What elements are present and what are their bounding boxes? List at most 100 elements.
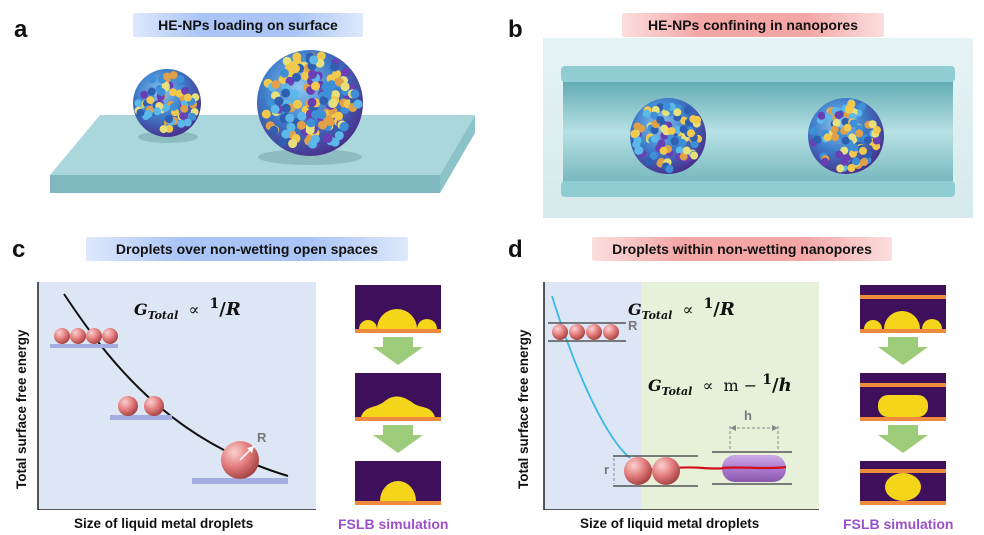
atom (281, 103, 291, 113)
atom (319, 96, 329, 106)
atom (328, 99, 338, 108)
atom (817, 111, 826, 120)
formula-d2-sub: Total (661, 385, 693, 399)
formula-c: GTotal ∝ 1/R (134, 296, 241, 323)
panel-c-sim-label: FSLB simulation (338, 516, 449, 532)
atom (340, 82, 350, 92)
atom (835, 150, 843, 159)
atom (291, 64, 300, 73)
atom (852, 157, 861, 166)
atom (281, 129, 291, 139)
atom (679, 125, 688, 134)
sim-arrow-2 (373, 425, 423, 453)
formula-d1-prop: ∝ (682, 300, 694, 319)
atom (659, 146, 668, 155)
substrate-2 (110, 415, 172, 420)
panel-b-letter: b (508, 16, 523, 43)
atom (845, 104, 854, 113)
formula-d1-den: R (719, 299, 735, 320)
formula-d1-lhs: G (628, 300, 642, 319)
atom (690, 140, 699, 149)
atom (309, 55, 319, 65)
panel-c-letter: c (12, 236, 26, 263)
panel-d-sim-label: FSLB simulation (843, 516, 954, 532)
atom (830, 125, 839, 134)
atom (305, 125, 315, 135)
atom (678, 138, 687, 147)
atom (650, 126, 659, 135)
panel-c-banner: Droplets over non-wetting open spaces (86, 237, 408, 261)
atom (144, 109, 153, 118)
panel-b-illustration (543, 38, 973, 218)
atom (670, 137, 679, 146)
atom (679, 152, 688, 161)
formula-d2-m: m (723, 376, 739, 395)
substrate-front (50, 175, 440, 193)
panel-c-xlabel: Size of liquid metal droplets (74, 516, 254, 531)
atom (147, 87, 156, 96)
h-label: h (744, 408, 752, 423)
atom (689, 115, 698, 124)
atom (657, 139, 666, 148)
atom (322, 89, 332, 98)
formula-d2-prop: ∝ (702, 376, 714, 395)
atom (159, 125, 168, 134)
atom (266, 98, 276, 108)
atom (350, 89, 360, 99)
atom (656, 116, 665, 124)
atom (307, 97, 317, 107)
substrate-3 (192, 478, 288, 484)
atom (286, 122, 296, 132)
formula-c-prop: ∝ (188, 300, 200, 319)
atom (859, 146, 867, 155)
atom (179, 112, 188, 121)
atom (136, 108, 145, 117)
atom (645, 157, 654, 166)
formula-c-lhs: G (134, 300, 148, 319)
atom (334, 111, 343, 121)
atom (820, 157, 829, 166)
atom (841, 136, 850, 145)
atom (269, 125, 279, 135)
atom (642, 109, 651, 118)
nanoparticle-atoms (134, 51, 363, 149)
panel-d-letter: d (508, 236, 523, 263)
atom (855, 129, 864, 138)
panel-b-banner: HE-NPs confining in nanopores (622, 13, 884, 37)
atom (165, 115, 173, 124)
atom (872, 136, 881, 145)
atom (278, 137, 288, 147)
atom (330, 62, 339, 72)
panel-a-illustration (50, 50, 475, 193)
atom (650, 134, 659, 143)
panel-d-plot (543, 282, 819, 510)
atom (180, 104, 189, 113)
formula-d2-num: 1 (762, 372, 773, 388)
atom (662, 102, 671, 111)
atom (317, 110, 327, 120)
atom (297, 111, 307, 121)
atom (285, 113, 295, 123)
atom (872, 126, 881, 134)
atom (308, 69, 317, 79)
atom (832, 119, 841, 127)
atom (183, 93, 192, 102)
atom (667, 127, 676, 136)
atom (849, 149, 857, 158)
atom (318, 120, 328, 130)
atom (863, 136, 872, 145)
atom (686, 129, 695, 138)
panel-c-simulation (355, 285, 441, 505)
atom (134, 99, 143, 108)
atom (673, 108, 682, 117)
panel-c-plot (37, 282, 316, 510)
atom (847, 164, 856, 172)
atom (836, 164, 845, 173)
atom (682, 146, 691, 155)
formula-d2: GTotal ∝ m − 1/h (648, 372, 792, 399)
atom (834, 111, 843, 120)
formula-d2-lhs: G (648, 376, 662, 395)
atom (169, 71, 178, 80)
atom (177, 119, 186, 128)
atom (683, 106, 692, 115)
